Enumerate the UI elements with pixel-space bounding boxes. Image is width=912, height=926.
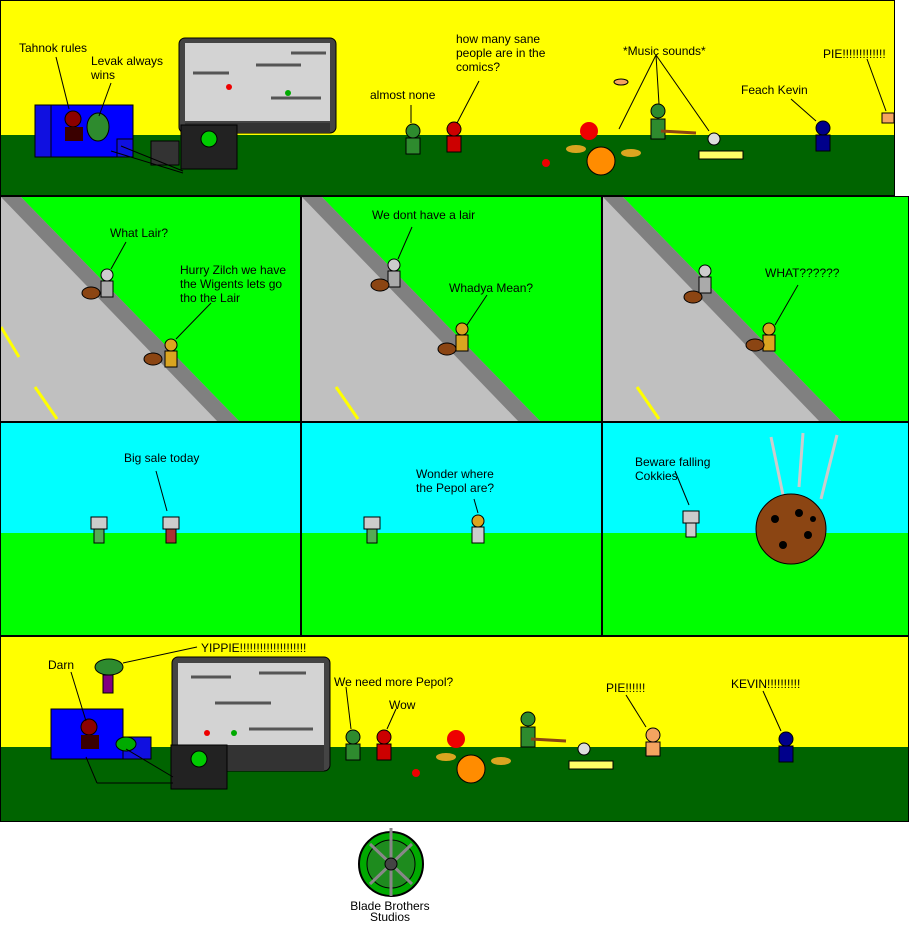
studio-logo xyxy=(356,826,426,898)
seller-figure xyxy=(162,516,180,544)
panel-7: Beware falling Cokkies xyxy=(602,422,909,636)
speech-hurry: Hurry Zilch we have the Wigents lets go … xyxy=(180,263,287,305)
keyboard-player xyxy=(698,132,744,160)
speech-tahnok: Tahnok rules xyxy=(19,41,88,55)
green-character xyxy=(405,123,421,155)
drum-kit xyxy=(412,730,511,784)
speech-beware: Beware falling Cokkies xyxy=(635,455,711,483)
gold-figure xyxy=(437,322,469,356)
speech-pie: PIE!!!!!! xyxy=(606,681,646,695)
falling-cookie xyxy=(755,432,839,565)
speech-darn: Darn xyxy=(48,658,75,672)
gold-figure xyxy=(143,338,178,368)
shopper-figure xyxy=(90,516,108,544)
studio-name: Blade Brothers Studios xyxy=(350,899,430,924)
pie-item xyxy=(613,78,894,124)
panel-2: What Lair? Hurry Zilch we have the Wigen… xyxy=(0,196,301,422)
panel-1: Tahnok rules Levak always wins how many … xyxy=(0,0,895,196)
speech-what: WHAT?????? xyxy=(765,266,840,280)
guitarist xyxy=(520,711,567,748)
panel-4: WHAT?????? xyxy=(602,196,909,422)
speech-sane: how many sane people are in the comics? xyxy=(456,32,546,74)
speech-what-lair: What Lair? xyxy=(110,226,169,240)
speech-big-sale: Big sale today xyxy=(124,451,200,465)
panel-8: Darn YIPPIE!!!!!!!!!!!!!!!!!!!! We need … xyxy=(0,636,909,822)
speech-more-pepol: We need more Pepol? xyxy=(334,675,454,689)
green-character xyxy=(345,729,361,761)
speech-pie: PIE!!!!!!!!!!!!! xyxy=(823,47,886,61)
xbox-console xyxy=(170,744,228,790)
speech-kevin: KEVIN!!!!!!!!!! xyxy=(731,677,801,691)
seller-figure xyxy=(471,514,485,544)
controller xyxy=(115,736,137,752)
red-character xyxy=(446,121,462,153)
blue-character xyxy=(815,120,831,152)
pie-character xyxy=(645,727,661,757)
levak-figure xyxy=(86,112,110,142)
zilch-figure xyxy=(81,268,114,300)
keyboard-player xyxy=(568,742,614,770)
panel-5: Big sale today xyxy=(0,422,301,636)
gold-figure xyxy=(745,322,776,352)
red-character xyxy=(376,729,392,761)
zilch-figure xyxy=(370,258,401,292)
tahnok-figure xyxy=(80,718,99,749)
panel-3: We dont have a lair Whadya Mean? xyxy=(301,196,602,422)
speech-yippie: YIPPIE!!!!!!!!!!!!!!!!!!!! xyxy=(201,641,307,655)
speech-feach: Feach Kevin xyxy=(741,83,808,97)
speech-music: *Music sounds* xyxy=(623,44,706,58)
panel-6: Wonder where the Pepol are? xyxy=(301,422,602,636)
speech-wonder: Wonder where the Pepol are? xyxy=(416,467,495,495)
television xyxy=(178,37,337,134)
shopper-figure xyxy=(682,510,700,538)
speech-no-lair: We dont have a lair xyxy=(372,208,476,222)
speech-whadya: Whadya Mean? xyxy=(449,281,534,295)
blue-character xyxy=(778,731,794,763)
shopper-figure xyxy=(363,516,381,544)
flying-levak xyxy=(94,658,124,694)
xbox-console xyxy=(180,124,238,170)
guitarist xyxy=(650,103,697,140)
drum-kit xyxy=(542,122,641,176)
tahnok-figure xyxy=(64,110,83,141)
speech-almost: almost none xyxy=(370,88,436,102)
zilch-figure xyxy=(683,264,712,304)
blue-couch xyxy=(50,708,152,760)
speech-wow: Wow xyxy=(389,698,416,712)
blue-couch xyxy=(34,104,134,158)
speech-levak: Levak always wins xyxy=(91,54,164,82)
